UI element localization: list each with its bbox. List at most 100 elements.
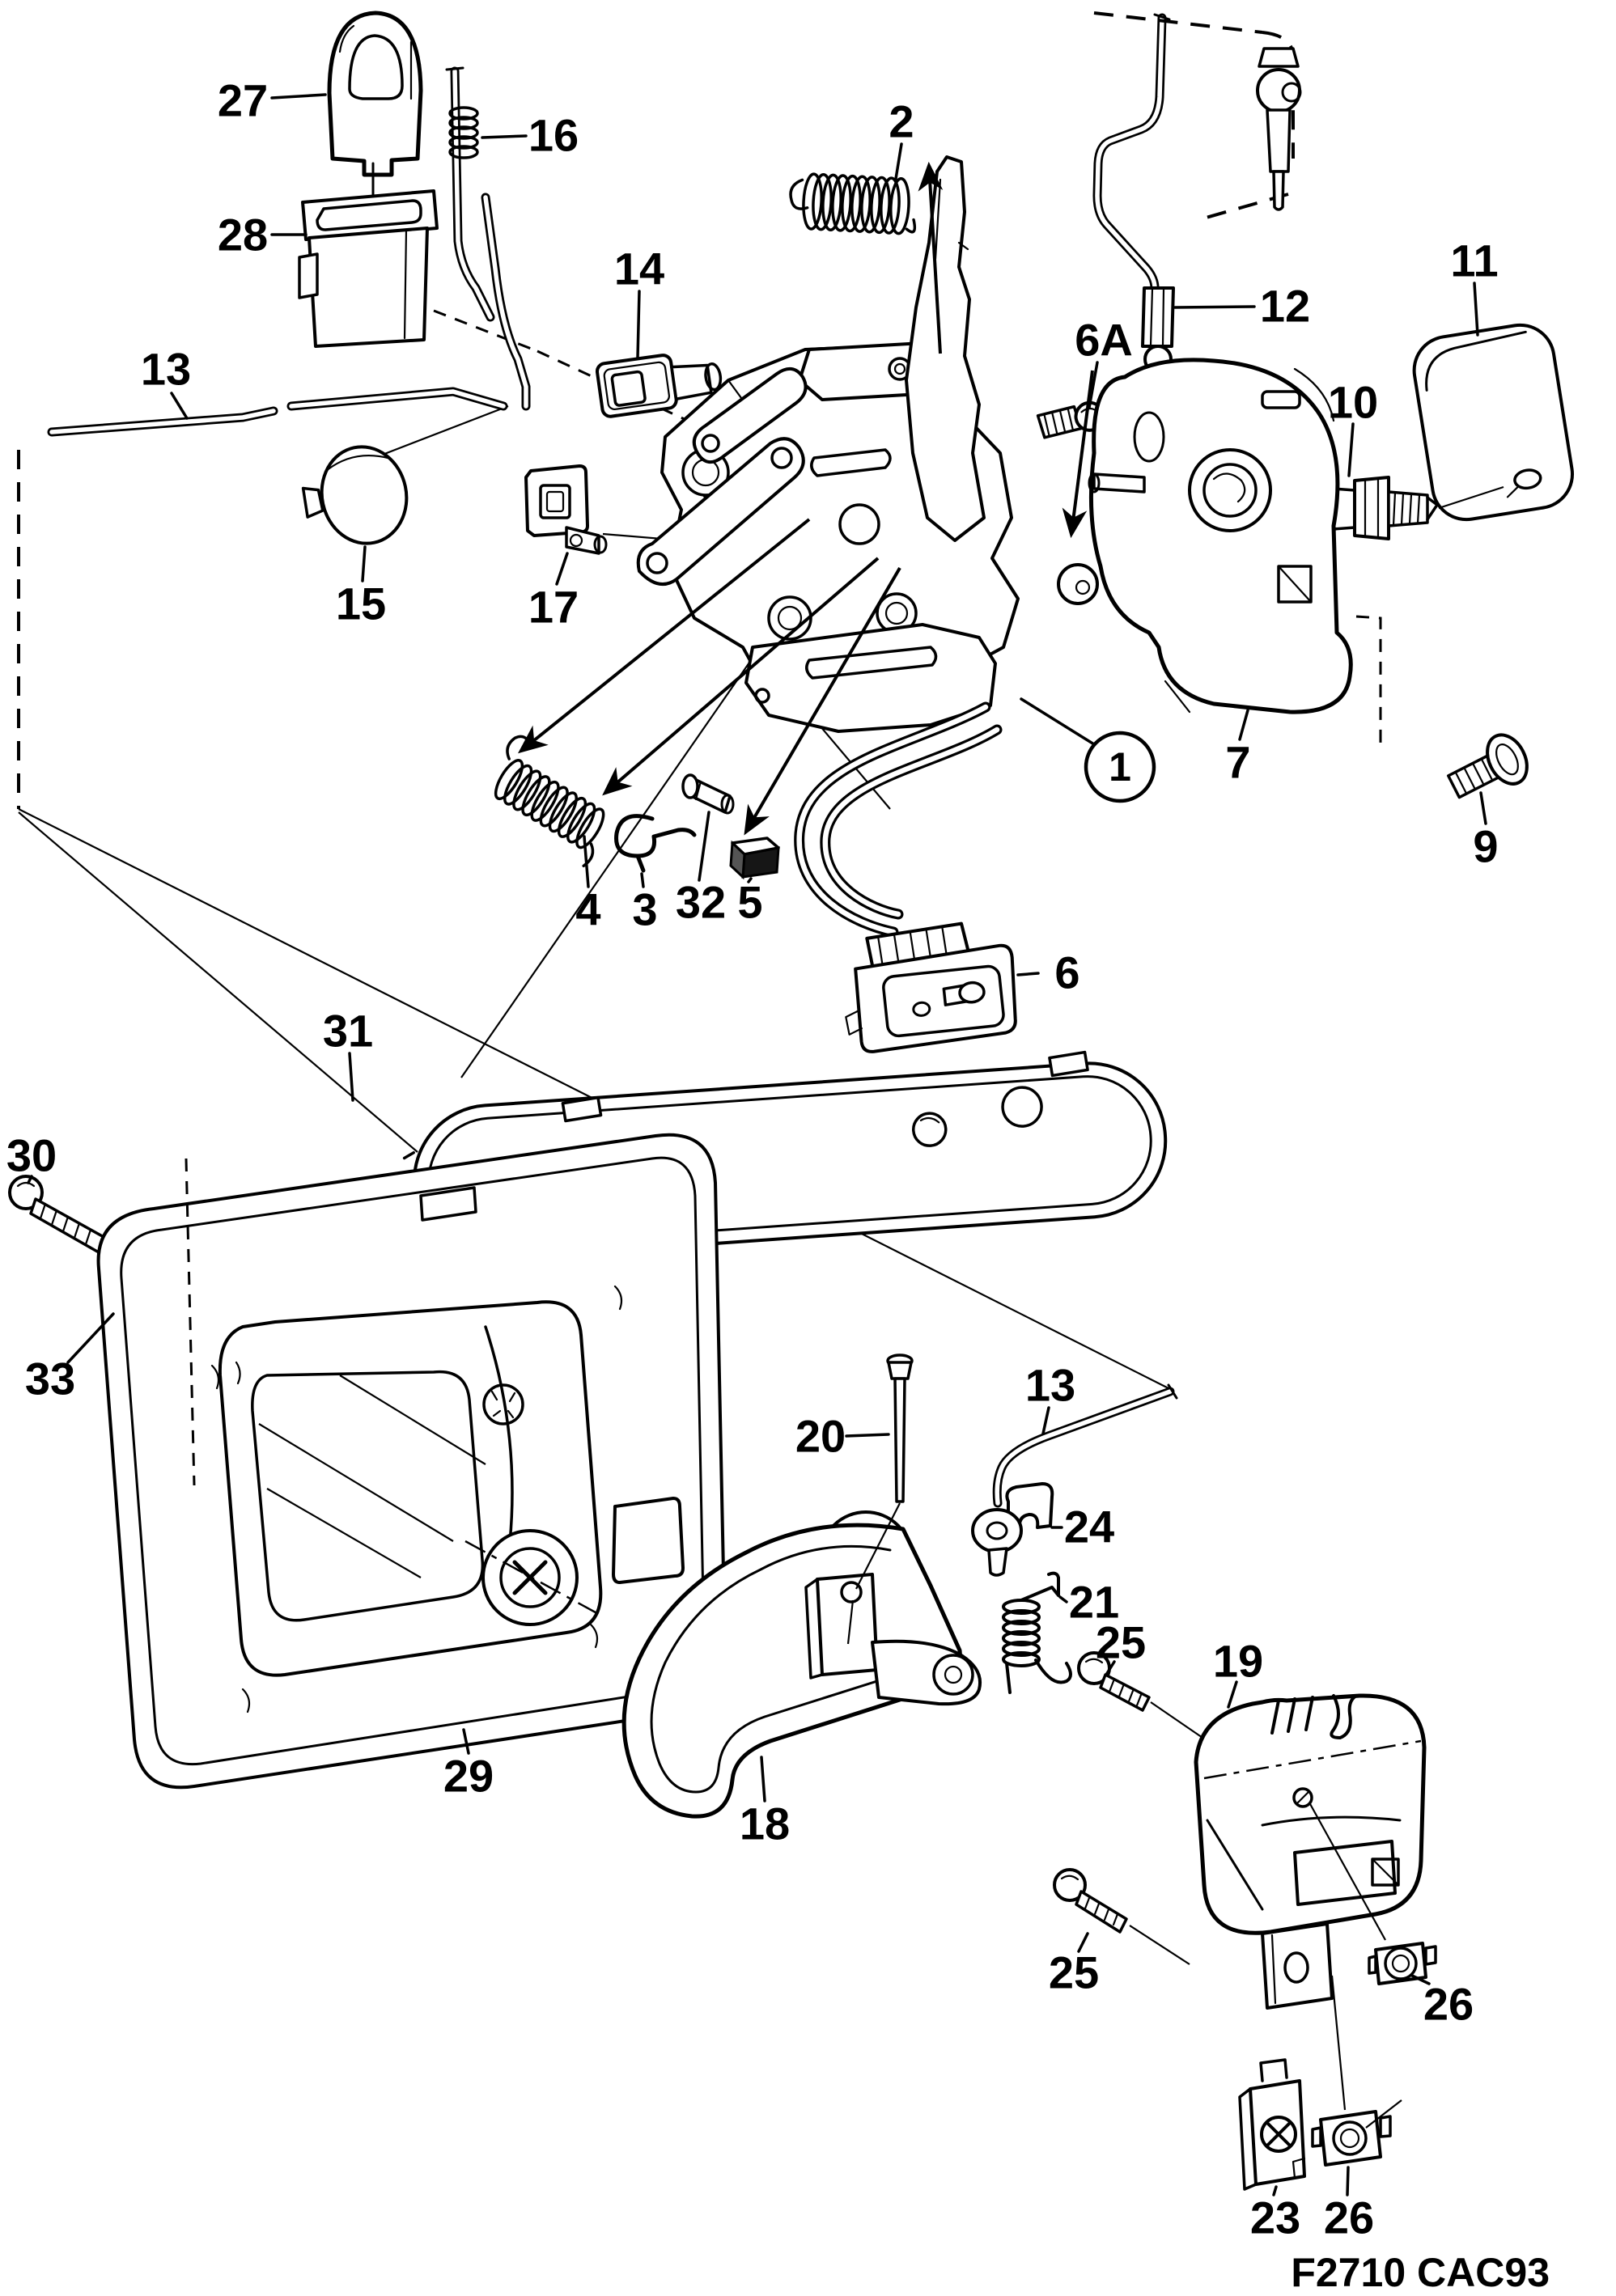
callout-leader-14 bbox=[636, 290, 641, 359]
callout-label-4: 4 bbox=[575, 884, 600, 935]
callout-label-31: 31 bbox=[323, 1006, 373, 1057]
callout-label-29: 29 bbox=[443, 1751, 494, 1802]
cover-tab-2 bbox=[1048, 1050, 1089, 1078]
callout-label-18: 18 bbox=[740, 1798, 790, 1849]
part-1-latch-assembly bbox=[636, 155, 1099, 733]
part-32-pin bbox=[681, 773, 735, 815]
part-9-screw bbox=[1355, 615, 1529, 799]
switch-plunger bbox=[670, 363, 713, 401]
arrow-up-spring2 bbox=[918, 161, 944, 354]
callout-label-9: 9 bbox=[1473, 821, 1498, 872]
callout-label-20: 20 bbox=[795, 1411, 846, 1462]
callout-leader-30 bbox=[27, 1175, 33, 1184]
callout-leader-20 bbox=[845, 1433, 890, 1438]
callout-leader-6A bbox=[1088, 361, 1099, 409]
callout-leader-26 bbox=[1410, 1974, 1431, 1985]
callout-circle-1 bbox=[1084, 731, 1156, 803]
callout-label-21: 21 bbox=[1069, 1577, 1119, 1628]
callout-label-26: 26 bbox=[1324, 2192, 1374, 2243]
callout-label-32: 32 bbox=[676, 877, 726, 928]
part-20-bolt bbox=[846, 1353, 914, 1645]
callout-leader-25 bbox=[1077, 1932, 1089, 1953]
callout-label-24: 24 bbox=[1064, 1502, 1114, 1553]
callout-label-7: 7 bbox=[1225, 737, 1250, 788]
part-13-lock-rod-lower bbox=[992, 1383, 1178, 1508]
part-26-clip-nut-lower bbox=[1311, 2099, 1402, 2167]
callout-label-2: 2 bbox=[889, 96, 914, 147]
part-6-connector bbox=[845, 921, 1017, 1053]
callout-leader-18 bbox=[760, 1756, 766, 1802]
callout-leader-4 bbox=[583, 835, 590, 888]
cable-end bbox=[1093, 11, 1302, 222]
callout-leader-10 bbox=[1347, 422, 1355, 477]
bezel-top-notch bbox=[419, 1186, 477, 1222]
part-13-lock-rod-upper bbox=[47, 387, 508, 437]
callout-leader-3 bbox=[640, 872, 645, 888]
callout-leader-13 bbox=[170, 392, 189, 420]
callout-label-15: 15 bbox=[336, 578, 386, 629]
part-24-grommet bbox=[971, 1482, 1054, 1577]
callout-label-5: 5 bbox=[737, 877, 762, 928]
part-29-handle-bezel bbox=[96, 1133, 727, 1790]
callout-label-17: 17 bbox=[528, 582, 579, 633]
part-26-clip-nut-upper bbox=[1368, 1942, 1437, 1985]
callout-leader-11 bbox=[1473, 282, 1479, 337]
callout-leader-17 bbox=[555, 552, 569, 586]
lock-rod-upper bbox=[445, 66, 495, 322]
part-14-switch bbox=[595, 354, 723, 418]
part-23-bracket bbox=[1238, 2058, 1306, 2191]
latch-lever-b bbox=[692, 367, 808, 464]
part-16-spring bbox=[448, 106, 479, 159]
callout-label-19: 19 bbox=[1213, 1636, 1263, 1687]
callout-label-25: 25 bbox=[1096, 1617, 1146, 1668]
callout-leader-27 bbox=[270, 93, 327, 100]
callout-label-23: 23 bbox=[1250, 2192, 1300, 2243]
part-25-screw-lower bbox=[1053, 1868, 1190, 1965]
part-18-door-handle bbox=[621, 1510, 982, 1819]
housing-tab bbox=[298, 252, 319, 299]
part-5-rubber-block bbox=[729, 837, 780, 880]
callout-leader-2 bbox=[894, 142, 903, 180]
rod13-to-disc-line bbox=[365, 405, 509, 463]
callout-label-6A: 6A bbox=[1075, 315, 1133, 366]
latch-lever-a bbox=[636, 437, 805, 587]
callout-label-12: 12 bbox=[1260, 281, 1310, 332]
part-19-cover bbox=[1194, 1693, 1427, 2111]
part-21-torsion-spring bbox=[1002, 1571, 1072, 1694]
callout-leader-15 bbox=[361, 545, 367, 582]
callout-leader-26 bbox=[1346, 2166, 1350, 2196]
part-27-lock-knob bbox=[327, 11, 423, 204]
arrow-to-clip3 bbox=[602, 557, 880, 796]
part-28-knob-housing bbox=[298, 189, 439, 348]
callout-label-6: 6 bbox=[1054, 947, 1079, 998]
arrow-to-block5 bbox=[744, 566, 901, 836]
part-11-gasket-pad bbox=[1412, 323, 1575, 522]
callout-label-13: 13 bbox=[1025, 1360, 1075, 1411]
stud-hex-nut bbox=[1353, 476, 1390, 540]
callout-leader-6 bbox=[1016, 972, 1040, 976]
callout-leader-29 bbox=[462, 1728, 470, 1755]
part-15-cover-disc bbox=[301, 445, 409, 545]
callout-label-26: 26 bbox=[1423, 1979, 1474, 2030]
cover-tab-1 bbox=[561, 1095, 603, 1123]
callout-label-30: 30 bbox=[6, 1130, 57, 1181]
bezel-square-hole bbox=[612, 1497, 685, 1584]
callout-label-10: 10 bbox=[1328, 377, 1378, 428]
cable-hex-cap bbox=[1258, 47, 1300, 68]
callout-leader-23 bbox=[1272, 2185, 1278, 2196]
callout-label-13: 13 bbox=[141, 344, 191, 395]
callout-label-11: 11 bbox=[1450, 235, 1498, 286]
callout-label-28: 28 bbox=[218, 210, 268, 261]
rod-sleeve bbox=[1141, 286, 1175, 348]
callout-leader-19 bbox=[1227, 1680, 1238, 1709]
arrow-6a bbox=[1062, 370, 1094, 539]
callout-leader-31 bbox=[348, 1052, 354, 1102]
axis-line-to-bezel bbox=[18, 811, 418, 1153]
handle-pivot-block bbox=[816, 1573, 879, 1676]
callout-label-3: 3 bbox=[632, 884, 657, 935]
part-2-return-spring bbox=[789, 172, 917, 235]
callout-leader-1 bbox=[1020, 697, 1096, 746]
callout-label-25: 25 bbox=[1049, 1947, 1099, 1998]
